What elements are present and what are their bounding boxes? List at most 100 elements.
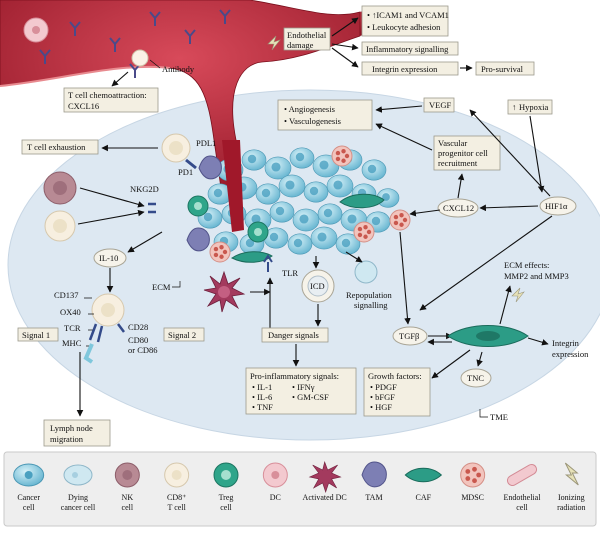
- endothelial-damage-text: Endothelial: [287, 30, 327, 40]
- legend-label: DC: [270, 493, 281, 502]
- arrow-tumor-repop: [345, 251, 363, 263]
- cxcl12-text: CXCL12: [443, 203, 474, 213]
- cancer-cell: [312, 154, 340, 178]
- proinflammatory-title: Pro-inflammatory signals:: [250, 371, 339, 381]
- tam-cell: [198, 155, 222, 180]
- legend-item: TAM: [361, 461, 387, 502]
- legend-label: CAF: [416, 493, 432, 502]
- arrow-hypoxia-hif: [529, 115, 545, 193]
- il10-text: IL-10: [99, 253, 118, 263]
- arrow-tumor-tgfb: [399, 231, 411, 325]
- cancer-cell: [264, 156, 292, 180]
- repopulation-cell: [354, 260, 378, 284]
- treg-cell: [247, 221, 269, 243]
- vessel-dc-nucleus: [32, 26, 40, 34]
- legend-label: cancer cell: [61, 503, 96, 512]
- cancer-cell: [241, 149, 267, 171]
- bfgf-text: • bFGF: [370, 392, 395, 402]
- caf-cell-tumor: [231, 193, 385, 263]
- ifng-text: • IFNγ: [292, 382, 315, 392]
- cxcl12-node: [437, 198, 479, 218]
- treg-cell: [187, 195, 209, 217]
- growth-factors-box: [363, 367, 431, 417]
- vessel-endothelial-blob: [131, 49, 149, 67]
- arrow-vessel-chemo: [111, 71, 129, 87]
- tme-region: [7, 89, 600, 441]
- legend-label: Treg: [219, 493, 234, 502]
- activated-dc-cell: [203, 270, 246, 313]
- tam-cell: [186, 227, 210, 252]
- ionizing-radiation-icon: [267, 35, 525, 303]
- ox40-label: OX40: [60, 307, 81, 317]
- legend-panel: [3, 451, 597, 527]
- icam-box: [361, 5, 449, 37]
- tme-leader: [479, 409, 488, 418]
- danger-signals-box: [261, 327, 329, 343]
- mdsc-cell: [353, 221, 375, 243]
- cancer-cell: [326, 174, 354, 198]
- arrow-caf-ecm: [499, 285, 512, 325]
- arrow-cxcl12-tumor: [409, 209, 441, 217]
- arrow-hif-vegf: [469, 109, 551, 197]
- vpc-text-3: recruitment: [438, 158, 478, 168]
- signal1-box: [17, 327, 59, 342]
- cancer-cell: [310, 226, 338, 250]
- hgf-text: • HGF: [370, 402, 392, 412]
- signal1-text: Signal 1: [22, 330, 50, 340]
- mdsc-cell: [331, 145, 353, 167]
- tumor-vessel: [222, 140, 244, 232]
- cancer-cell: [317, 203, 343, 225]
- vasculogenesis-text: • Vasculogenesis: [284, 116, 341, 126]
- tcell-exhaustion-text: T cell exhaustion: [27, 142, 86, 152]
- mmp-text: MMP2 and MMP3: [504, 271, 569, 281]
- arrow-tumor-il10: [127, 231, 163, 253]
- antibody-label: Antibody: [162, 64, 195, 74]
- receptor-leaders-left: [84, 297, 94, 347]
- mdsc-cell: [389, 209, 411, 231]
- tcr-receptors: [88, 323, 104, 343]
- tlr-receptor: [263, 254, 273, 272]
- arrow-cd8-nkg2d: [77, 209, 145, 225]
- leukocyte-adhesion-text: • Leukocyte adhesion: [367, 22, 441, 32]
- legend-label: Cancer: [17, 493, 40, 502]
- vegf-text: VEGF: [429, 100, 451, 110]
- vascular-progenitor-box: [433, 135, 501, 171]
- hif1a-node: [539, 196, 577, 216]
- mdsc-cell: [209, 241, 231, 263]
- mhc-label: MHC: [62, 338, 82, 348]
- tcell-chemo-text: T cell chemoattraction:: [68, 90, 147, 100]
- tgfb-node: [392, 326, 428, 346]
- repopulation-text: Repopulation: [346, 290, 393, 300]
- icd-text: ICD: [310, 281, 325, 291]
- legend-icon: [506, 464, 538, 486]
- vessel-wall: [0, 65, 171, 87]
- integrin-expression-text: Integrin expression: [372, 64, 438, 74]
- inflammatory-signalling-box: [361, 41, 459, 56]
- arrow-hif-cxcl12: [479, 204, 539, 212]
- arrow-caf-integrin: [527, 337, 549, 346]
- arrow-damage-inflam: [331, 43, 359, 51]
- pro-survival-box: [475, 61, 535, 76]
- legend-item: MDSC: [460, 462, 486, 502]
- cd137-label: CD137: [54, 290, 79, 300]
- signalling-text: signalling: [354, 300, 388, 310]
- arrow-vegf-angio: [375, 105, 423, 113]
- hypoxia-text: Hypoxia: [519, 102, 549, 112]
- cancer-cell: [278, 174, 306, 198]
- arrow-caf-growth: [431, 349, 471, 379]
- cancer-cell: [207, 183, 233, 205]
- legend-icon: [460, 462, 486, 488]
- apc-cell-fragment: [83, 343, 94, 364]
- cancer-cell: [263, 227, 289, 249]
- legend-label: cell: [23, 503, 35, 512]
- legend-item: CD8⁺T cell: [164, 462, 190, 512]
- legend-icon: [262, 462, 288, 488]
- legend-icon: [361, 461, 387, 488]
- inflammatory-signalling-text: Inflammatory signalling: [366, 44, 449, 54]
- vegf-box: [423, 97, 455, 113]
